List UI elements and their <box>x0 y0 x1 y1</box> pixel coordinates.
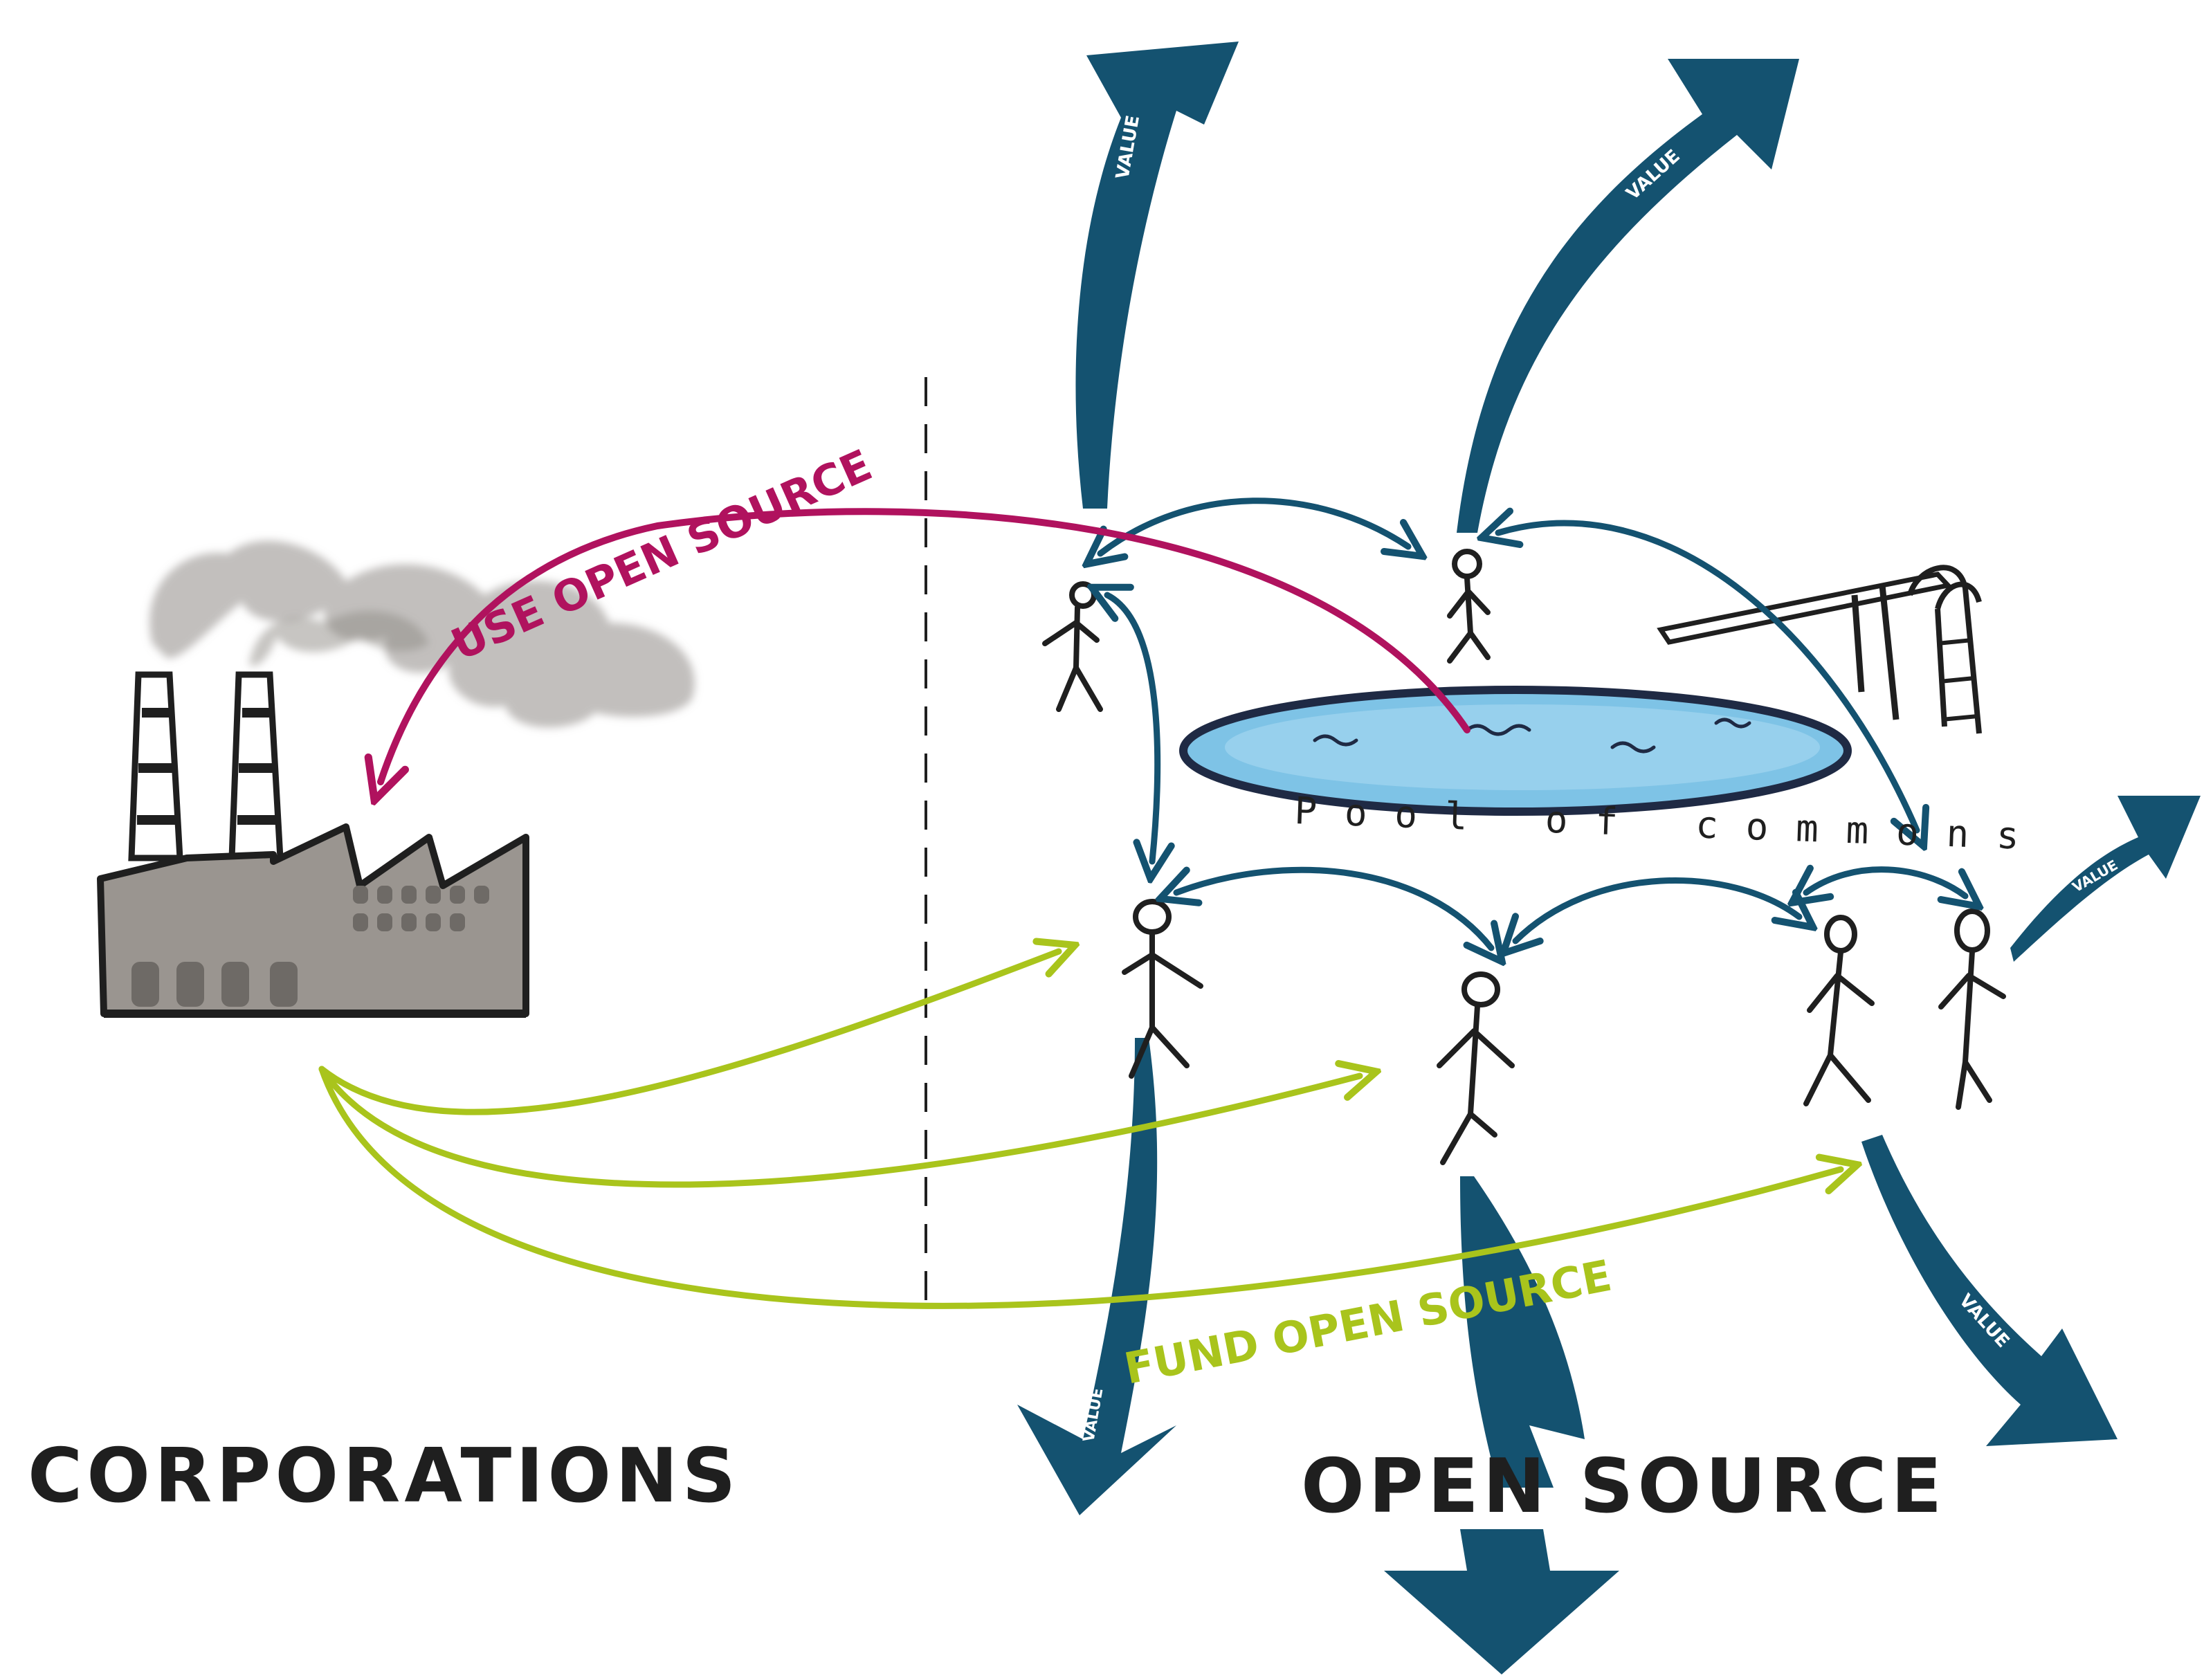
value-arrow-right <box>2010 796 2201 962</box>
stick-figure-icon <box>1938 909 2006 1110</box>
link-arrow <box>1176 870 1491 948</box>
fund-arrow <box>318 1066 1841 1309</box>
stick-figure-icon <box>1803 915 1875 1106</box>
stick-figure-icon <box>1042 581 1103 712</box>
value-arrow-down-left <box>1017 1038 1176 1515</box>
link-arrow <box>1806 870 1965 896</box>
link-arrow <box>1107 595 1158 861</box>
use-open-source-arrow <box>381 508 1470 782</box>
stick-figure-icon <box>1447 549 1491 664</box>
fund-open-source-arrows <box>318 951 1841 1309</box>
value-arrow-down-bottom <box>1384 1529 1619 1674</box>
swimming-pool-icon <box>1179 686 1852 816</box>
factory-icon <box>97 540 695 1018</box>
open-source-label: OPEN SOURCE <box>1301 1443 1946 1530</box>
link-arrow <box>1498 523 1917 830</box>
smoke <box>149 540 695 728</box>
fund-arrow <box>318 1069 1360 1188</box>
value-arrow-up-left <box>1075 42 1239 509</box>
value-arrows <box>1017 42 2201 1674</box>
fund-arrow <box>318 951 1059 1115</box>
stick-figure-icon <box>1437 971 1515 1165</box>
value-arrow-up-right <box>1457 59 1799 533</box>
value-arrow-down-center <box>1460 1176 1585 1488</box>
value-arrow-down-right <box>1861 1135 2118 1446</box>
link-arrow <box>1100 497 1408 554</box>
link-arrow <box>1515 877 1799 941</box>
corporations-label: CORPORATIONS <box>28 1433 740 1519</box>
